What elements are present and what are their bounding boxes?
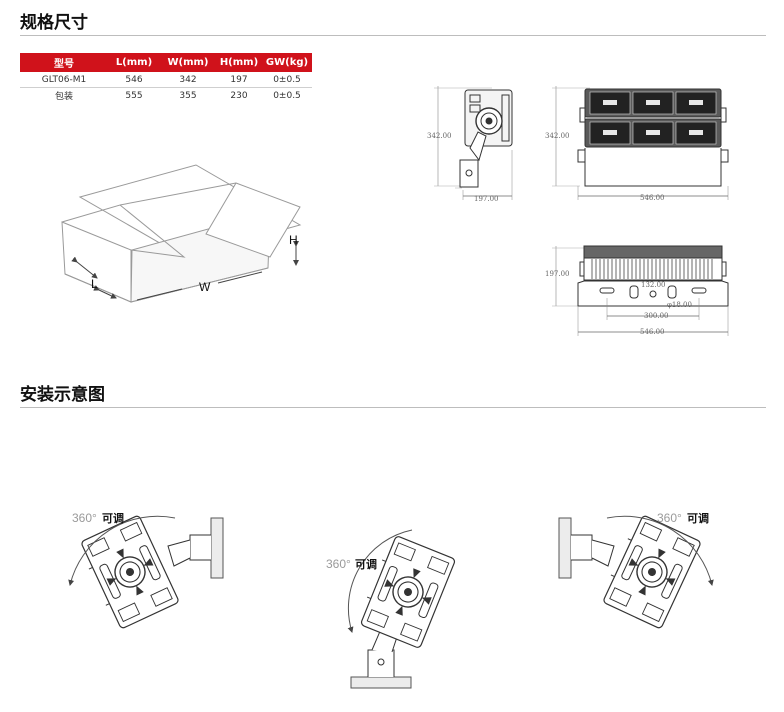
side-height-label: 342.00 [427, 132, 452, 140]
top-hole-b-label: φ18.00 [667, 301, 692, 309]
cell-length: 555 [125, 90, 143, 101]
front-height-label: 342.00 [545, 132, 570, 140]
install-diagram-right: 360° 可调 [558, 511, 714, 630]
install-divider [20, 407, 766, 408]
box-label-h: H [289, 233, 298, 247]
header-model: 型号 [20, 53, 108, 72]
box-dimension-arrows [71, 241, 299, 301]
angle-label: 360° [657, 511, 682, 525]
specs-section-title: 规格尺寸 [20, 13, 88, 33]
cell-weight: 0±0.5 [262, 72, 312, 88]
table-row: GLT06-M1 546 342 197 0±0.5 [20, 72, 312, 88]
front-view-drawing [552, 86, 729, 200]
cell-length: 546 [108, 72, 160, 88]
front-width-label: 546.00 [640, 194, 665, 202]
cell-weight: 0±0.5 [273, 90, 301, 101]
header-length: L(mm) [108, 53, 160, 72]
angle-label: 360° [72, 511, 97, 525]
box-label-l: L [91, 277, 98, 291]
adjustable-label: 可调 [102, 511, 124, 525]
top-height-label: 197.00 [545, 270, 570, 278]
cell-height: 230 [230, 90, 248, 101]
install-diagram-center: 360° 可调 [326, 529, 457, 689]
top-view-drawing [552, 245, 729, 336]
cell-width: 355 [179, 90, 197, 101]
cell-width: 342 [160, 72, 216, 88]
top-span-label: 300.00 [644, 312, 669, 320]
side-view-drawing [434, 86, 513, 200]
box-label-w: W [199, 280, 211, 294]
header-width: W(mm) [160, 53, 216, 72]
top-width-label: 546.00 [640, 328, 665, 336]
spec-table: 型号 L(mm) W(mm) H(mm) GW(kg) GLT06-M1 546… [20, 53, 312, 103]
cell-model: GLT06-M1 [20, 72, 108, 88]
specs-divider [20, 35, 766, 36]
header-weight: GW(kg) [262, 53, 312, 72]
adjustable-label: 可调 [687, 511, 709, 525]
spec-table-header: 型号 L(mm) W(mm) H(mm) GW(kg) [20, 53, 312, 72]
table-row: 包装 555 355 230 0±0.5 [20, 88, 312, 104]
angle-label: 360° [326, 557, 351, 571]
heatsink-fins [591, 259, 713, 279]
cell-model: 包装 [54, 92, 73, 102]
install-section-title: 安装示意图 [20, 385, 105, 405]
side-depth-label: 197.00 [474, 195, 499, 203]
cell-height: 197 [216, 72, 262, 88]
install-diagram-left: 360° 可调 [68, 511, 224, 632]
header-height: H(mm) [216, 53, 262, 72]
adjustable-label: 可调 [355, 557, 377, 571]
top-hole-a-label: 132.00 [641, 281, 666, 289]
packaging-box-diagram [61, 164, 302, 303]
